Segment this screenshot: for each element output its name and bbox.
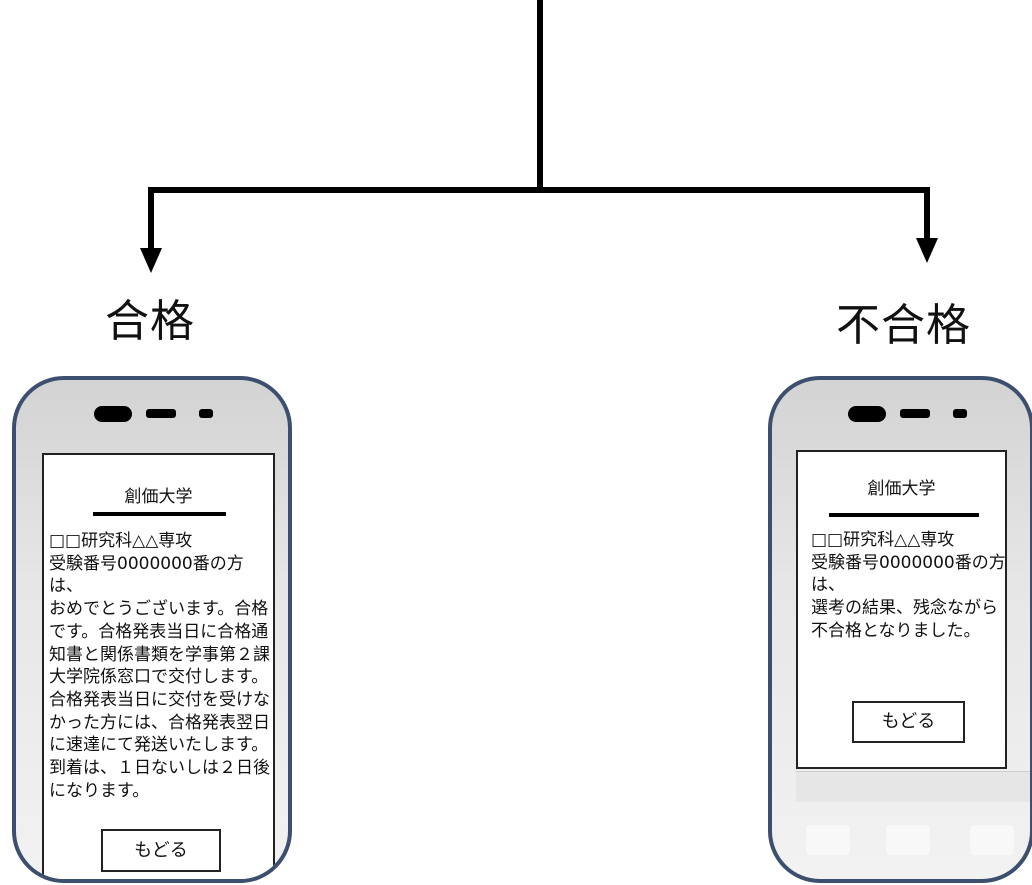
university-title: 創価大学 <box>124 487 193 507</box>
result-message: □□研究科△△専攻 受験番号0000000番の方は、 選考の結果、残念ながら不合… <box>811 530 1006 641</box>
back-button[interactable]: もどる <box>852 701 965 743</box>
pass-label: 合格 <box>105 296 195 347</box>
left-arrowhead <box>140 248 162 273</box>
phone-speaker <box>16 380 288 430</box>
phone-screen: 創価大学 □□研究科△△専攻 受験番号0000000番の方は、 選考の結果、残念… <box>796 450 1007 769</box>
speaker-pill <box>146 409 176 418</box>
sensor-dot <box>199 409 213 418</box>
phone-speaker <box>772 380 1030 430</box>
phone-screen: 創価大学 □□研究科△△専攻 受験番号0000000番の方は、 おめでとうござい… <box>42 453 275 879</box>
title-rule <box>829 513 979 517</box>
university-title: 創価大学 <box>867 479 936 499</box>
back-button[interactable]: もどる <box>101 829 221 872</box>
soft-key-tray <box>796 771 1030 802</box>
soft-key-center[interactable] <box>886 825 930 855</box>
sensor-dot <box>953 409 967 418</box>
title-rule <box>93 512 226 516</box>
soft-key-left[interactable] <box>806 825 850 855</box>
soft-key-right[interactable] <box>970 825 1014 855</box>
camera-pill <box>848 406 886 422</box>
phone-pass: 創価大学 □□研究科△△専攻 受験番号0000000番の方は、 おめでとうござい… <box>12 376 292 883</box>
fail-label: 不合格 <box>836 300 971 351</box>
result-message: □□研究科△△専攻 受験番号0000000番の方は、 おめでとうございます。合格… <box>49 531 270 801</box>
camera-pill <box>94 406 132 422</box>
phone-fail: 創価大学 □□研究科△△専攻 受験番号0000000番の方は、 選考の結果、残念… <box>768 376 1032 883</box>
right-arrowhead <box>916 238 938 263</box>
speaker-pill <box>900 409 930 418</box>
